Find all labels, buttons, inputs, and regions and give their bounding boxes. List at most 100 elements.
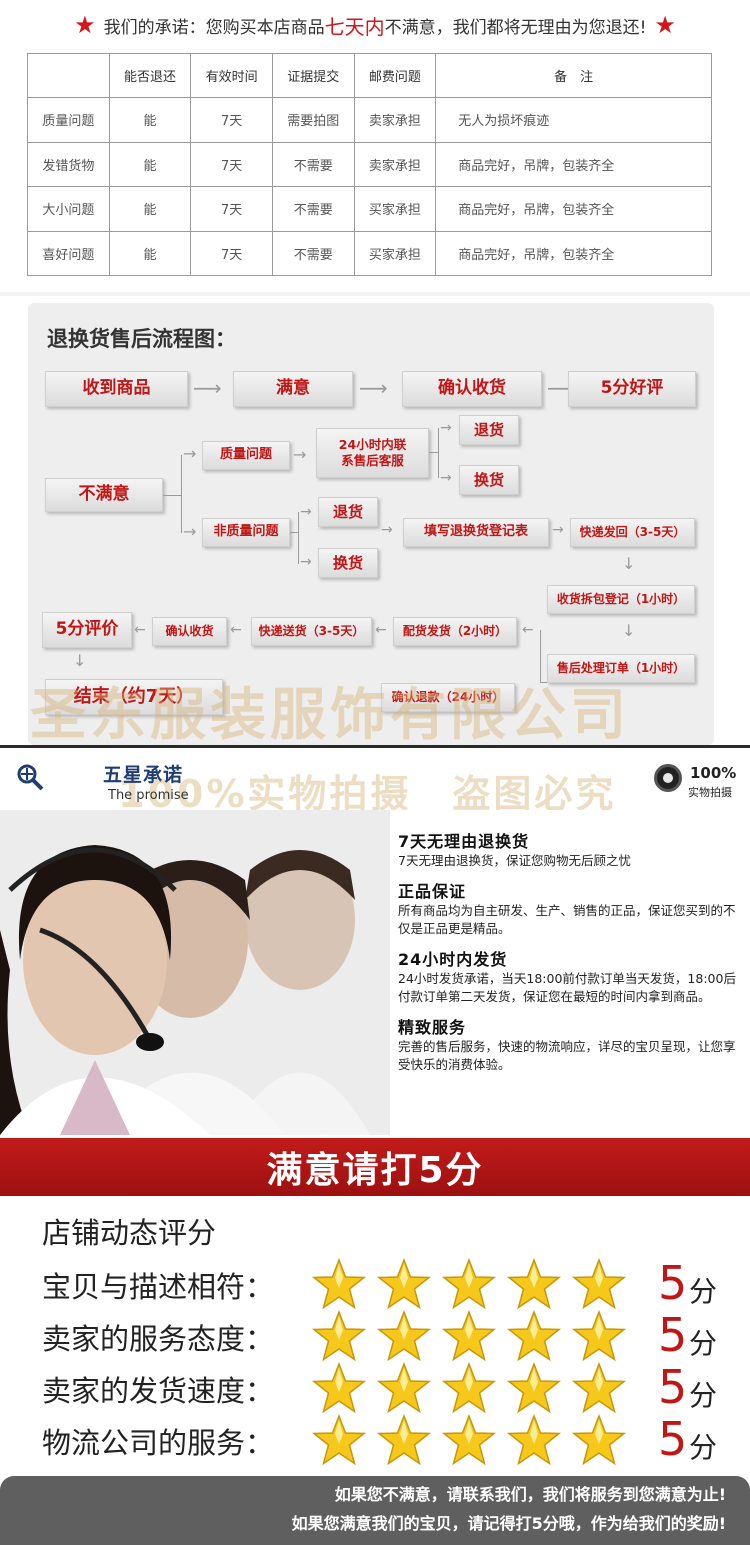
footer-line: 如果您不满意，请联系我们，我们将服务到您满意为止!	[334, 1485, 726, 1504]
star-icon	[312, 1362, 366, 1414]
star-icon	[377, 1362, 431, 1414]
flow-step-express-deliver: 快递送货（3-5天）	[251, 617, 372, 646]
table-cell: 不需要	[271, 186, 355, 232]
rating-unit: 分	[689, 1379, 718, 1412]
star-icon	[572, 1310, 626, 1362]
star-icon	[442, 1310, 496, 1362]
table-cell: 7天	[190, 186, 273, 232]
badge-percent: 100%	[690, 764, 737, 782]
service-desc: 所有商品均为自主研发、生产、销售的正品，保证您买到的不仅是正品更是精品。	[398, 903, 736, 936]
star-icon	[377, 1310, 431, 1362]
service-title: 24小时内发货	[398, 950, 508, 969]
table-cell: 大小问题	[27, 186, 110, 232]
service-item: 24小时内发货 24小时发货承诺，当天18:00前付款订单当天发货，18:00后…	[398, 946, 746, 1006]
footer-message: 如果您不满意，请联系我们，我们将服务到您满意为止! 如果您满意我们的宝贝，请记得…	[0, 1476, 750, 1545]
flow-step-exchange: 换货	[318, 548, 378, 578]
table-cell: 能	[108, 230, 192, 276]
flow-step-confirm-refund: 确认退款（24小时）	[381, 683, 515, 712]
customer-service-photo	[0, 810, 390, 1135]
star-icon	[312, 1258, 366, 1310]
connector	[540, 682, 547, 683]
table-cell: 卖家承担	[353, 141, 437, 187]
flow-step-five-point-review: 5分评价	[42, 612, 132, 648]
promise-title: 五星承诺	[103, 764, 184, 786]
divider	[0, 292, 750, 296]
table-row: 发错货物 能 7天 不需要 卖家承担 商品完好，吊牌，包装齐全	[27, 141, 712, 187]
star-icon	[507, 1362, 561, 1414]
connector	[429, 452, 438, 453]
flow-step-receive: 收到商品	[45, 371, 188, 407]
table-cell: 发错货物	[27, 141, 110, 187]
arrow-down-icon: ↓	[73, 651, 87, 670]
rating-section: 店铺动态评分 宝贝与描述相符： 5 分 卖家的服务态度： 5 分 卖家的发货速度…	[0, 1196, 750, 1476]
arrow-right-icon: →	[183, 444, 197, 463]
promise-subtitle: The promise	[108, 788, 189, 803]
table-row: 大小问题 能 7天 不需要 买家承担 商品完好，吊牌，包装齐全	[27, 186, 712, 232]
promise-highlight: 七天内	[324, 14, 385, 39]
camera-lens-icon	[654, 764, 682, 792]
star-icon	[377, 1414, 431, 1466]
connector	[290, 532, 298, 533]
rating-label: 物流公司的服务：	[42, 1426, 275, 1460]
table-cell: 卖家承担	[353, 97, 437, 143]
flow-step-non-quality-issue: 非质量问题	[202, 518, 290, 547]
promise-banner: ★ 我们的承诺：您购买本店商品 七天内 不满意，我们都将无理由为您退还! ★	[0, 0, 750, 50]
flow-step-exchange: 换货	[459, 465, 519, 495]
rating-score: 5	[658, 1412, 688, 1466]
flow-step-ship-goods: 配货发货（2小时）	[393, 617, 517, 646]
footer-line: 如果您满意我们的宝贝，请记得打5分哦，作为给我们的奖励!	[291, 1514, 726, 1533]
return-policy-table: 能否退还 有效时间 证据提交 邮费问题 备 注 质量问题 能 7天 需要拍图 卖…	[27, 53, 712, 276]
flow-step-return: 退货	[318, 497, 378, 527]
arrow-down-icon: ↓	[622, 554, 636, 573]
star-icon	[507, 1258, 561, 1310]
five-star-promise-header: 100%实物拍摄 盗图必究 五星承诺 The promise 100% 实物拍摄	[0, 745, 750, 816]
rating-unit: 分	[689, 1327, 718, 1360]
table-cell: 7天	[190, 230, 273, 276]
star-icon	[572, 1414, 626, 1466]
service-section: 7天无理由退换货 7天无理由退换货，保证您购物无后顾之忧 正品保证 所有商品均为…	[0, 810, 750, 1135]
table-row: 喜好问题 能 7天 不需要 买家承担 商品完好，吊牌，包装齐全	[27, 230, 712, 276]
table-cell: 不需要	[271, 230, 355, 276]
service-desc: 24小时发货承诺，当天18:00前付款订单当天发货，18:00后付款订单第二天发…	[398, 971, 736, 1004]
watermark-text: 圣东服装服饰有限公司	[30, 683, 630, 748]
table-header-row: 能否退还 有效时间 证据提交 邮费问题 备 注	[27, 53, 712, 98]
connector	[438, 428, 439, 478]
flow-step-return: 退货	[459, 415, 519, 445]
flow-step-satisfied: 满意	[233, 371, 353, 407]
star-icon	[507, 1414, 561, 1466]
table-row: 质量问题 能 7天 需要拍图 卖家承担 无人为损坏痕迹	[27, 97, 712, 143]
arrow-right-icon: →	[183, 522, 197, 541]
table-header: 邮费问题	[353, 53, 437, 98]
flow-step-end: 结束（约7天）	[45, 679, 223, 715]
service-title: 精致服务	[398, 1018, 467, 1037]
rating-label: 宝贝与描述相符：	[42, 1270, 275, 1304]
table-cell: 能	[108, 97, 192, 143]
table-cell: 能	[108, 186, 192, 232]
rating-unit: 分	[689, 1431, 718, 1464]
connector	[540, 630, 541, 682]
connector	[181, 455, 182, 533]
rating-score: 5	[658, 1360, 688, 1414]
flow-title: 退换货售后流程图：	[47, 327, 236, 351]
arrow-right-icon: →	[300, 554, 312, 570]
table-header	[27, 53, 110, 98]
table-cell: 不需要	[271, 141, 355, 187]
service-title: 正品保证	[398, 882, 467, 901]
star-icon	[442, 1362, 496, 1414]
arrow-down-icon: ↓	[622, 621, 636, 640]
service-item: 7天无理由退换货 7天无理由退换货，保证您购物无后顾之忧	[398, 828, 746, 870]
star-icon	[312, 1310, 366, 1362]
table-cell: 无人为损坏痕迹	[435, 97, 712, 143]
rating-row: 卖家的服务态度： 5 分	[42, 1308, 742, 1362]
connector	[163, 495, 181, 496]
badge-text: 实物拍摄	[688, 786, 732, 799]
table-cell: 商品完好，吊牌，包装齐全	[435, 230, 712, 276]
flow-step-express-back: 快递发回（3-5天）	[570, 518, 695, 547]
rating-title: 店铺动态评分	[42, 1216, 217, 1250]
table-cell: 喜好问题	[27, 230, 110, 276]
arrow-right-icon: ⟶	[359, 376, 388, 400]
arrow-right-icon: →	[293, 445, 307, 464]
flow-step-five-star: 5分好评	[568, 371, 696, 407]
arrow-left-icon: ←	[230, 622, 242, 638]
flow-step-unpack-register: 收货拆包登记（1小时）	[547, 585, 695, 614]
